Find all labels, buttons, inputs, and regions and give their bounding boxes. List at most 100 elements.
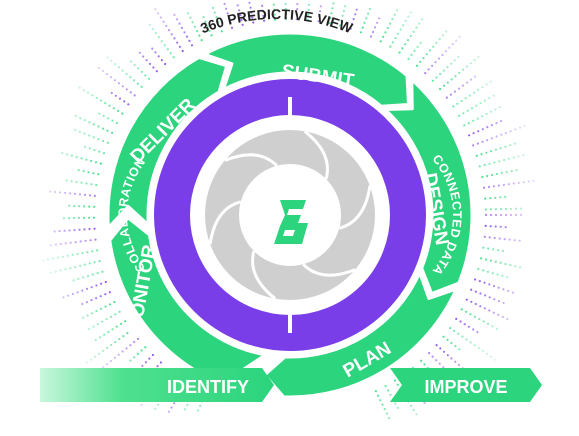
- burst-dot: [76, 291, 79, 294]
- burst-dot: [129, 359, 132, 362]
- burst-dot: [85, 301, 88, 304]
- burst-dot: [115, 325, 118, 328]
- burst-dot: [113, 79, 116, 82]
- burst-dot: [481, 349, 484, 353]
- burst-dot: [409, 34, 412, 38]
- burst-dot: [407, 57, 410, 61]
- burst-dot: [379, 40, 382, 43]
- burst-dot: [73, 192, 77, 195]
- burst-dot: [88, 194, 92, 197]
- burst-dot: [506, 318, 509, 321]
- burst-dot: [511, 291, 514, 294]
- burst-dot: [223, 2, 226, 5]
- burst-dot: [359, 31, 362, 34]
- burst-dot: [442, 69, 445, 72]
- burst-dot: [308, 3, 311, 6]
- burst-dot: [409, 11, 412, 14]
- burst-dot: [98, 150, 101, 153]
- burst-dot: [504, 207, 507, 211]
- burst-dot: [162, 20, 165, 23]
- burst-dot: [499, 225, 502, 228]
- burst-dot: [95, 96, 98, 99]
- burst-dot: [93, 205, 96, 208]
- burst-dot: [121, 69, 124, 72]
- burst-dot: [173, 37, 176, 40]
- burst-dot: [494, 358, 497, 361]
- burst-dot: [115, 121, 118, 125]
- burst-dot: [250, 11, 253, 14]
- burst-dot: [396, 406, 399, 409]
- burst-dot: [454, 360, 457, 363]
- burst-dot: [87, 91, 90, 94]
- burst-dot: [491, 325, 494, 328]
- burst-dot: [109, 359, 113, 363]
- burst-dot: [509, 130, 512, 133]
- burst-dot: [514, 128, 517, 131]
- burst-dot: [503, 238, 506, 241]
- burst-dot: [467, 325, 470, 328]
- burst-dot: [148, 357, 151, 360]
- burst-dot: [458, 348, 461, 351]
- burst-dot: [106, 129, 109, 132]
- burst-dot: [361, 26, 364, 29]
- burst-dot: [504, 262, 507, 266]
- burst-dot: [64, 191, 67, 194]
- burst-dot: [183, 408, 186, 411]
- burst-dot: [133, 356, 136, 359]
- burst-dot: [98, 352, 101, 355]
- burst-dot: [200, 39, 203, 42]
- burst-dot: [439, 72, 442, 76]
- burst-dot: [368, 7, 371, 11]
- burst-dot: [407, 15, 410, 18]
- burst-dot: [172, 56, 175, 59]
- burst-dot: [479, 292, 482, 295]
- burst-dot: [428, 352, 431, 355]
- burst-dot: [83, 145, 87, 148]
- burst-dot: [473, 75, 477, 78]
- burst-dot: [93, 261, 96, 264]
- burst-dot: [95, 284, 98, 287]
- burst-dot: [121, 112, 124, 115]
- burst-dot: [92, 123, 95, 126]
- burst-dot: [170, 33, 173, 36]
- burst-dot: [477, 55, 480, 59]
- burst-dot: [72, 216, 76, 220]
- burst-dot: [492, 311, 495, 314]
- burst-dot: [450, 78, 453, 81]
- burst-dot: [502, 183, 505, 186]
- burst-dot: [445, 30, 448, 33]
- burst-dot: [151, 47, 154, 50]
- burst-dot: [208, 29, 211, 32]
- burst-dot: [495, 172, 499, 176]
- burst-dot: [42, 259, 45, 262]
- burst-dot: [496, 249, 500, 252]
- burst-dot: [91, 94, 94, 97]
- burst-dot: [119, 322, 123, 325]
- burst-dot: [472, 119, 475, 122]
- burst-dot: [101, 127, 105, 130]
- burst-dot: [307, 13, 310, 16]
- burst-dot: [80, 157, 83, 160]
- burst-dot: [376, 21, 379, 24]
- burst-dot: [137, 67, 140, 70]
- burst-dot: [483, 99, 486, 102]
- stage-segment-plan: [263, 271, 458, 399]
- burst-dot: [82, 216, 86, 219]
- burst-dot: [71, 253, 74, 256]
- burst-dot: [406, 39, 410, 42]
- burst-dot: [413, 49, 416, 53]
- burst-dot: [101, 270, 104, 273]
- burst-dot: [88, 121, 91, 124]
- burst-dot: [469, 62, 472, 65]
- burst-dot: [446, 338, 449, 341]
- burst-dot: [75, 156, 78, 159]
- burst-dot: [79, 240, 82, 243]
- burst-dot: [54, 243, 58, 246]
- burst-dot: [112, 107, 115, 110]
- burst-dot: [73, 204, 76, 208]
- burst-dot: [466, 109, 469, 112]
- burst-dot: [339, 24, 342, 27]
- burst-dot: [341, 14, 344, 17]
- burst-dot: [163, 44, 166, 47]
- burst-dot: [377, 394, 380, 397]
